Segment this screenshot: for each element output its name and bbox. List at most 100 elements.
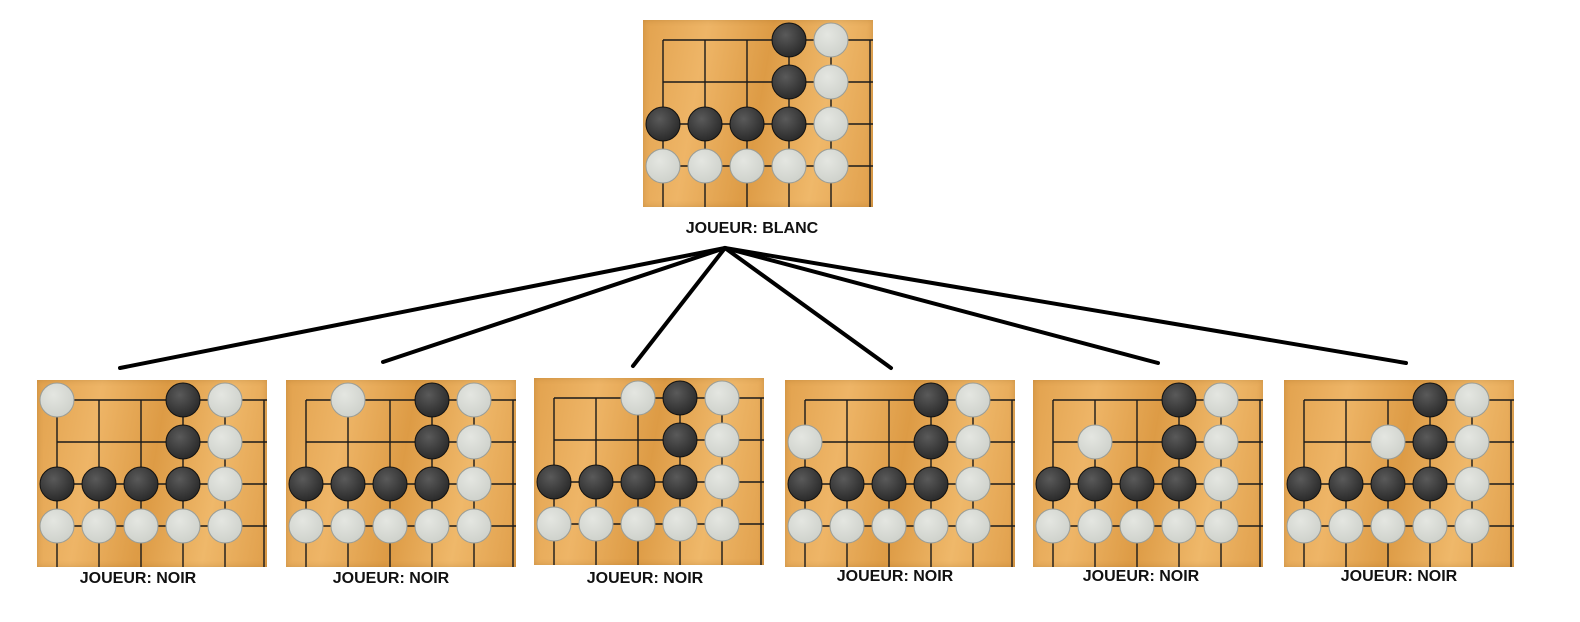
black-stone (620, 464, 656, 500)
white-stone (729, 148, 765, 184)
white-stone (829, 508, 865, 544)
tree-edge-4 (723, 246, 893, 370)
white-stone (871, 508, 907, 544)
black-stone (372, 466, 408, 502)
root-player-caption: JOUEUR: BLANC (685, 220, 819, 237)
black-stone (787, 466, 823, 502)
black-stone (662, 422, 698, 458)
white-stone (1454, 508, 1490, 544)
white-stone (372, 508, 408, 544)
black-stone (330, 466, 366, 502)
white-stone (578, 506, 614, 542)
white-stone (787, 508, 823, 544)
black-stone (414, 382, 450, 418)
white-stone (704, 506, 740, 542)
white-stone (1119, 508, 1155, 544)
white-stone (955, 466, 991, 502)
black-stone (729, 106, 765, 142)
black-stone (1328, 466, 1364, 502)
tree-edge-1 (118, 246, 727, 370)
white-stone (1454, 424, 1490, 460)
black-stone (913, 382, 949, 418)
child-6-player-caption: JOUEUR: NOIR (1340, 568, 1458, 585)
white-stone (456, 382, 492, 418)
white-stone (1370, 424, 1406, 460)
white-stone (1203, 466, 1239, 502)
black-stone (687, 106, 723, 142)
black-stone (288, 466, 324, 502)
white-stone (645, 148, 681, 184)
child5-grid (1286, 382, 1514, 567)
black-stone (871, 466, 907, 502)
white-stone (456, 508, 492, 544)
white-stone (813, 22, 849, 58)
white-stone (330, 508, 366, 544)
root-grid (645, 22, 873, 207)
white-stone (1203, 508, 1239, 544)
white-stone (1412, 508, 1448, 544)
black-stone (1161, 424, 1197, 460)
white-stone (414, 508, 450, 544)
white-stone (536, 506, 572, 542)
black-stone (1161, 382, 1197, 418)
white-stone (1454, 382, 1490, 418)
white-stone (1077, 508, 1113, 544)
white-stone (1161, 508, 1197, 544)
white-stone (787, 424, 823, 460)
black-stone (81, 466, 117, 502)
white-stone (1286, 508, 1322, 544)
white-stone (456, 466, 492, 502)
black-stone (536, 464, 572, 500)
black-stone (414, 424, 450, 460)
child-2-player-caption: JOUEUR: NOIR (332, 570, 450, 587)
child-3-player-caption: JOUEUR: NOIR (586, 570, 704, 587)
tree-edge-5 (723, 246, 1160, 365)
white-stone (39, 382, 75, 418)
white-stone (207, 508, 243, 544)
child-board-3 (534, 378, 764, 565)
white-stone (1328, 508, 1364, 544)
black-stone (913, 466, 949, 502)
child1-grid (288, 382, 516, 567)
child0-grid (39, 382, 267, 567)
white-stone (330, 382, 366, 418)
white-stone (39, 508, 75, 544)
child4-grid (1035, 382, 1263, 567)
tree-edge-6 (723, 246, 1408, 365)
white-stone (813, 106, 849, 142)
black-stone (662, 464, 698, 500)
white-stone (955, 424, 991, 460)
black-stone (1119, 466, 1155, 502)
child-4-player-caption: JOUEUR: NOIR (836, 568, 954, 585)
black-stone (1286, 466, 1322, 502)
black-stone (165, 466, 201, 502)
child-board-4 (785, 380, 1015, 567)
black-stone (1370, 466, 1406, 502)
white-stone (662, 506, 698, 542)
white-stone (123, 508, 159, 544)
tree-edge-2 (381, 246, 727, 364)
black-stone (1161, 466, 1197, 502)
root-board (643, 20, 873, 207)
white-stone (1203, 424, 1239, 460)
white-stone (81, 508, 117, 544)
white-stone (620, 380, 656, 416)
child-board-6 (1284, 380, 1514, 567)
black-stone (1412, 466, 1448, 502)
tree-edge-3 (631, 246, 727, 368)
black-stone (771, 106, 807, 142)
white-stone (813, 148, 849, 184)
black-stone (414, 466, 450, 502)
child-board-1 (37, 380, 267, 567)
black-stone (1035, 466, 1071, 502)
white-stone (704, 422, 740, 458)
black-stone (1412, 382, 1448, 418)
black-stone (913, 424, 949, 460)
white-stone (955, 508, 991, 544)
black-stone (771, 22, 807, 58)
black-stone (829, 466, 865, 502)
black-stone (578, 464, 614, 500)
white-stone (1203, 382, 1239, 418)
black-stone (165, 424, 201, 460)
white-stone (1077, 424, 1113, 460)
